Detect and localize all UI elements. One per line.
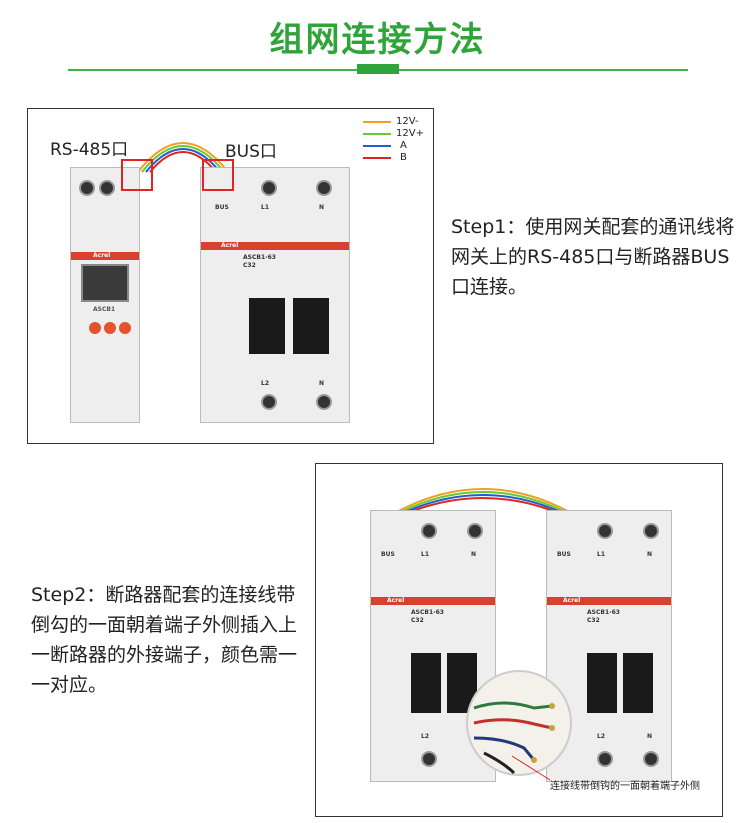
page-title: 组网连接方法 (269, 20, 486, 60)
legend-a: A (400, 140, 407, 151)
connection-wires (392, 488, 574, 515)
terminal-icon (467, 523, 483, 539)
terminal-icon (597, 751, 613, 767)
lever-left (587, 653, 617, 713)
bus-terminal-label: BUS (381, 551, 395, 558)
brand-strip (371, 597, 495, 605)
lever-right (623, 653, 653, 713)
l1-terminal-label: L1 (261, 204, 269, 211)
connector-callout: 连接线带倒钩的一面朝着端子外侧 (550, 781, 700, 792)
rating-label: C32 (243, 262, 256, 269)
gateway-device: Acrel ASCB1 (70, 167, 140, 423)
terminal-icon (79, 180, 95, 196)
legend-12v-plus: 12V+ (396, 128, 424, 139)
breaker-device: BUS L1 N Acrel ASCB1-63 C32 L2 N (200, 167, 350, 423)
title-accent-bar (357, 64, 399, 74)
brand-label: Acrel (563, 597, 581, 604)
terminal-icon (261, 394, 277, 410)
terminal-icon (421, 751, 437, 767)
rs485-highlight (121, 159, 153, 191)
up-button-icon (104, 322, 116, 334)
lever-left (249, 298, 285, 354)
diagram-box-step2: BUS L1 N Acrel ASCB1-63 C32 L2 BUS L1 N … (315, 463, 723, 817)
l2-terminal-label: L2 (421, 733, 429, 740)
bus-terminal-label: BUS (557, 551, 571, 558)
diagram-box-step1: RS-485口 BUS口 12V- 12V+ A B Acrel ASCB1 (27, 108, 434, 444)
terminal-icon (643, 523, 659, 539)
brand-label: Acrel (387, 597, 405, 604)
n-terminal-label-bottom: N (319, 380, 325, 387)
model-label: ASCB1-63 (243, 254, 276, 261)
brand-strip (71, 252, 139, 260)
rating-label: C32 (411, 617, 424, 624)
n-terminal-label: N (471, 551, 477, 558)
legend-swatches (363, 121, 391, 159)
terminal-icon (597, 523, 613, 539)
communication-wires (137, 142, 229, 173)
bus-port-label: BUS口 (225, 142, 277, 162)
lever-left (411, 653, 441, 713)
model-label: ASCB1-63 (411, 609, 444, 616)
lcd-screen (81, 264, 129, 302)
brand-strip (547, 597, 671, 605)
rating-label: C32 (587, 617, 600, 624)
n-terminal-label: N (647, 551, 653, 558)
step2-description: Step2：断路器配套的连接线带倒勾的一面朝着端子外侧插入上一断路器的外接端子，… (31, 584, 298, 696)
model-label: ASCB1-63 (587, 609, 620, 616)
menu-button-icon (89, 322, 101, 334)
gateway-model-label: ASCB1 (93, 306, 116, 313)
n-terminal-label-bottom: N (647, 733, 653, 740)
l1-terminal-label: L1 (421, 551, 429, 558)
terminal-icon (99, 180, 115, 196)
brand-label: Acrel (93, 252, 111, 259)
brand-label: Acrel (221, 242, 239, 249)
rs485-port-label: RS-485口 (50, 140, 129, 160)
terminal-icon (421, 523, 437, 539)
legend-12v-minus: 12V- (396, 116, 419, 127)
lever-right (293, 298, 329, 354)
connector-closeup (466, 670, 572, 776)
bus-highlight (202, 159, 234, 191)
terminal-icon (643, 751, 659, 767)
step1-description: Step1：使用网关配套的通讯线将网关上的RS-485口与断路器BUS口连接。 (451, 216, 735, 298)
bus-terminal-label: BUS (215, 204, 229, 211)
legend-b: B (400, 152, 407, 163)
l1-terminal-label: L1 (597, 551, 605, 558)
brand-strip (201, 242, 349, 250)
terminal-icon (316, 180, 332, 196)
callout-arrow (511, 755, 551, 781)
l2-terminal-label: L2 (261, 380, 269, 387)
terminal-icon (316, 394, 332, 410)
l2-terminal-label: L2 (597, 733, 605, 740)
down-button-icon (119, 322, 131, 334)
terminal-icon (261, 180, 277, 196)
n-terminal-label: N (319, 204, 325, 211)
